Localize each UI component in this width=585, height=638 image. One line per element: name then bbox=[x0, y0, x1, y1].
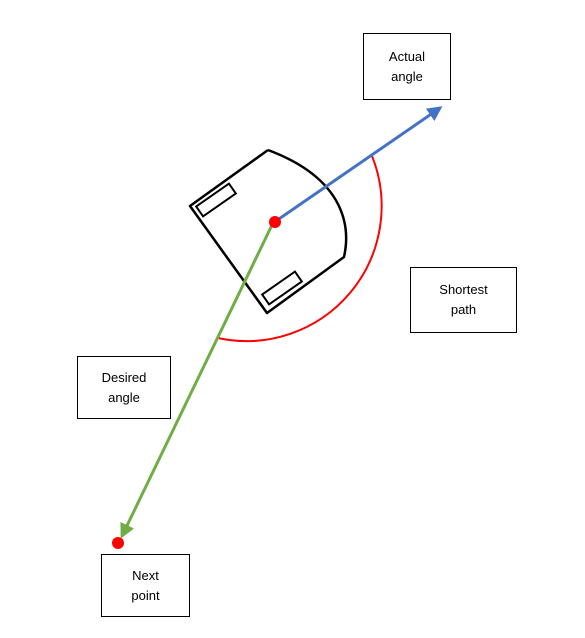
desired-angle-arrow bbox=[120, 224, 274, 539]
shortest-path-label-line2: path bbox=[450, 302, 477, 317]
desired-angle-label-box: Desired angle bbox=[77, 356, 171, 419]
next-point-label-box: Next point bbox=[101, 554, 190, 617]
actual-angle-arrow bbox=[275, 106, 443, 223]
shortest-path-label-box: Shortest path bbox=[410, 267, 517, 333]
next-point-marker bbox=[112, 537, 124, 549]
shortest-path-arc bbox=[217, 155, 383, 343]
desired-angle-label-line1: Desired bbox=[101, 369, 147, 385]
shortest-path-label-line1: Shortest bbox=[439, 282, 488, 297]
robot-wheel-bottom bbox=[260, 270, 304, 306]
robot-body bbox=[188, 148, 348, 315]
desired-angle-label-line2: angle bbox=[108, 389, 140, 405]
actual-angle-label-box: Actual angle bbox=[363, 33, 451, 100]
next-point-label-line1: Next bbox=[132, 567, 159, 583]
robot-wheel-top bbox=[194, 182, 238, 218]
actual-angle-label-line1: Actual bbox=[388, 48, 426, 64]
actual-angle-label-line2: angle bbox=[391, 68, 423, 84]
next-point-label-line2: point bbox=[131, 587, 160, 603]
robot-center-point bbox=[269, 216, 281, 228]
